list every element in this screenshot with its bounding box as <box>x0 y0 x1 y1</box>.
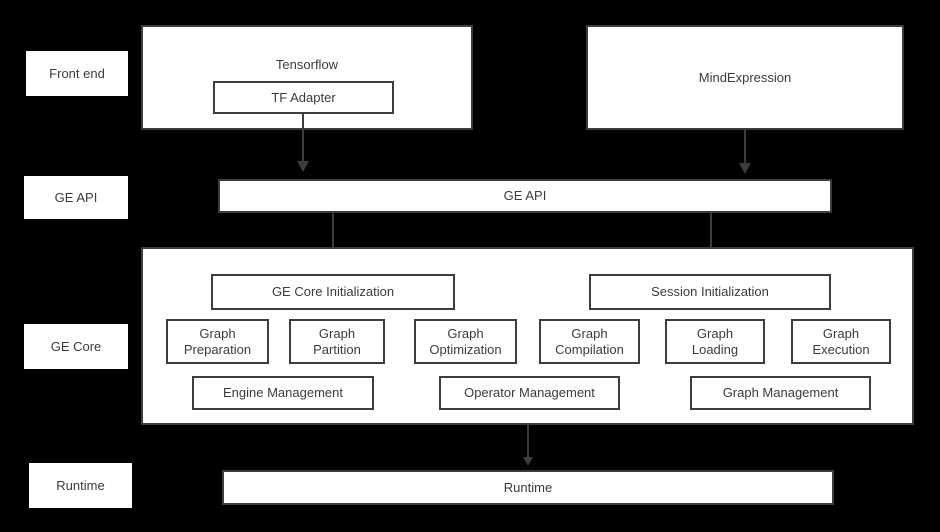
graph-management-box[interactable]: Graph Management <box>690 376 871 410</box>
graph-loading-box[interactable]: Graph Loading <box>665 319 765 364</box>
connector-ge-api-to-session-init-line <box>710 212 712 258</box>
connector-ge-core-to-runtime-arrow <box>523 457 533 466</box>
connector-mindexpression-to-ge-api-line <box>744 130 746 165</box>
mindexpression-container[interactable]: MindExpression <box>586 25 904 130</box>
connector-ge-api-to-ge-core-init-line <box>332 212 334 258</box>
engine-management-box[interactable]: Engine Management <box>192 376 374 410</box>
runtime-bar[interactable]: Runtime <box>222 470 834 505</box>
ge-api-bar[interactable]: GE API <box>218 179 832 213</box>
graph-optimization-box[interactable]: Graph Optimization <box>414 319 517 364</box>
graph-partition-box[interactable]: Graph Partition <box>289 319 385 364</box>
graph-compilation-box[interactable]: Graph Compilation <box>539 319 640 364</box>
tier-label-front-end: Front end <box>26 51 128 96</box>
connector-tf-adapter-to-ge-api-line <box>302 113 304 163</box>
operator-management-box[interactable]: Operator Management <box>439 376 620 410</box>
graph-execution-box[interactable]: Graph Execution <box>791 319 891 364</box>
connector-tf-adapter-to-ge-api-arrow <box>297 161 309 172</box>
graph-preparation-box[interactable]: Graph Preparation <box>166 319 269 364</box>
tensorflow-container[interactable]: Tensorflow <box>141 25 473 130</box>
session-initialization-box[interactable]: Session Initialization <box>589 274 831 310</box>
tf-adapter-box[interactable]: TF Adapter <box>213 81 394 114</box>
tier-label-runtime: Runtime <box>29 463 132 508</box>
connector-ge-core-to-runtime-line <box>527 424 529 462</box>
connector-mindexpression-to-ge-api-arrow <box>739 163 751 174</box>
tier-label-ge-core: GE Core <box>24 324 128 369</box>
ge-core-initialization-box[interactable]: GE Core Initialization <box>211 274 455 310</box>
tier-label-ge-api: GE API <box>24 176 128 219</box>
